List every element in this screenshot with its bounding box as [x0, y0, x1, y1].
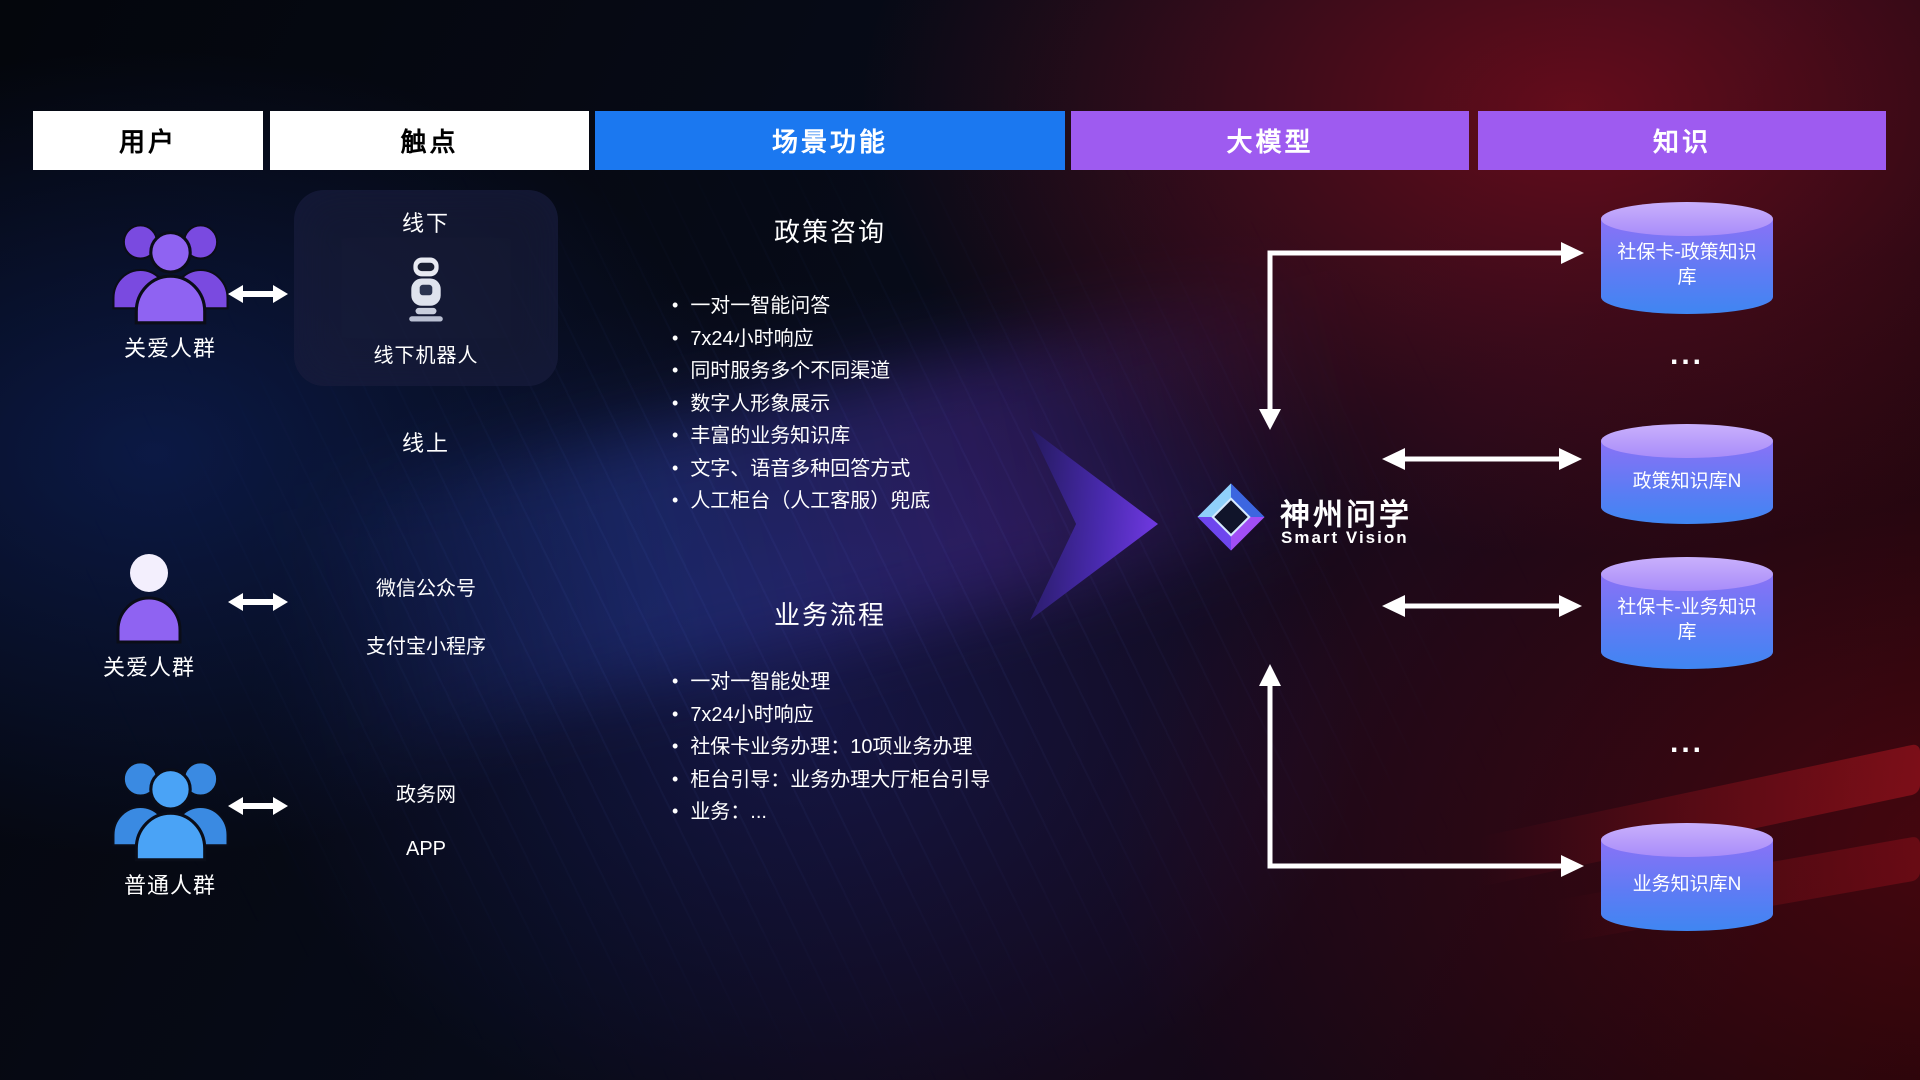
- people-group-icon: [111, 224, 229, 325]
- scenario-title-business-process: 业务流程: [773, 600, 886, 630]
- scenario-policy-consult-list: 一对一智能问答 7x24小时响应 同时服务多个不同渠道 数字人形象展示 丰富的业…: [672, 290, 930, 518]
- column-header-touchpoints: 触点: [270, 111, 589, 170]
- user-group-label: 关爱人群: [123, 336, 216, 361]
- online-title: 线上: [401, 431, 450, 456]
- database-icon: [1601, 202, 1773, 236]
- scenario-title-policy-consult: 政策咨询: [773, 217, 886, 247]
- scenario-business-process-list: 一对一智能处理 7x24小时响应 社保卡业务办理：10项业务办理 柜台引导：业务…: [672, 666, 990, 829]
- column-header-users: 用户: [33, 111, 263, 170]
- brand-subtitle: Smart Vision: [1281, 528, 1409, 547]
- people-group-icon: [111, 761, 229, 862]
- list-item: 人工柜台（人工客服）兜底: [672, 485, 930, 518]
- database-label: 社保卡-业务知识库: [1617, 597, 1757, 643]
- channel-alipay: 支付宝小程序: [366, 636, 486, 658]
- list-item: 数字人形象展示: [672, 388, 930, 421]
- brand-logo-icon: [1197, 483, 1265, 551]
- column-header-large-model: 大模型: [1071, 111, 1469, 170]
- list-item: 柜台引导：业务办理大厅柜台引导: [672, 764, 990, 797]
- offline-title: 线下: [401, 211, 450, 236]
- database-icon: [1601, 424, 1773, 458]
- list-item: 业务：...: [672, 796, 990, 829]
- ellipsis-separator: ...: [1669, 338, 1704, 371]
- database-label: 政策知识库N: [1632, 470, 1742, 492]
- list-item: 同时服务多个不同渠道: [672, 355, 930, 388]
- user-group-care-2: 关爱人群: [69, 552, 229, 682]
- channel-gov-web: 政务网: [396, 784, 456, 806]
- knowledge-db-business-sscard: 社保卡-业务知识库: [1601, 557, 1773, 669]
- database-label: 社保卡-政策知识库: [1617, 242, 1757, 288]
- list-item: 丰富的业务知识库: [672, 420, 930, 453]
- knowledge-db-policy-sscard: 社保卡-政策知识库: [1601, 202, 1773, 314]
- bidirectional-arrow-icon: [228, 285, 288, 303]
- knowledge-db-policy-n: 政策知识库N: [1601, 424, 1773, 524]
- offline-touchpoint-card: 线下 线下机器人: [294, 190, 558, 386]
- list-item: 社保卡业务办理：10项业务办理: [672, 731, 990, 764]
- user-group-care-1: 关爱人群: [80, 215, 260, 363]
- database-label: 业务知识库N: [1632, 873, 1742, 895]
- bidirectional-arrow-icon: [228, 797, 288, 815]
- person-icon: [116, 554, 182, 644]
- column-header-knowledge: 知识: [1478, 111, 1886, 170]
- user-group-ordinary: 普通人群: [80, 752, 260, 900]
- database-icon: [1601, 823, 1773, 857]
- list-item: 7x24小时响应: [672, 323, 930, 356]
- user-group-label: 关爱人群: [102, 655, 195, 680]
- offline-robot-caption: 线下机器人: [373, 345, 479, 367]
- brand-name: 神州问学: [1280, 499, 1412, 532]
- robot-icon: [409, 257, 443, 322]
- bidirectional-arrow-icon: [228, 593, 288, 611]
- column-header-scenario-functions: 场景功能: [595, 111, 1065, 170]
- list-item: 一对一智能问答: [672, 290, 930, 323]
- channel-wechat: 微信公众号: [376, 578, 476, 600]
- user-group-label: 普通人群: [123, 873, 216, 898]
- list-item: 文字、语音多种回答方式: [672, 453, 930, 486]
- knowledge-db-business-n: 业务知识库N: [1601, 823, 1773, 931]
- list-item: 一对一智能处理: [672, 666, 990, 699]
- channel-app: APP: [405, 838, 447, 860]
- ellipsis-separator: ...: [1669, 726, 1704, 759]
- database-icon: [1601, 557, 1773, 591]
- list-item: 7x24小时响应: [672, 699, 990, 732]
